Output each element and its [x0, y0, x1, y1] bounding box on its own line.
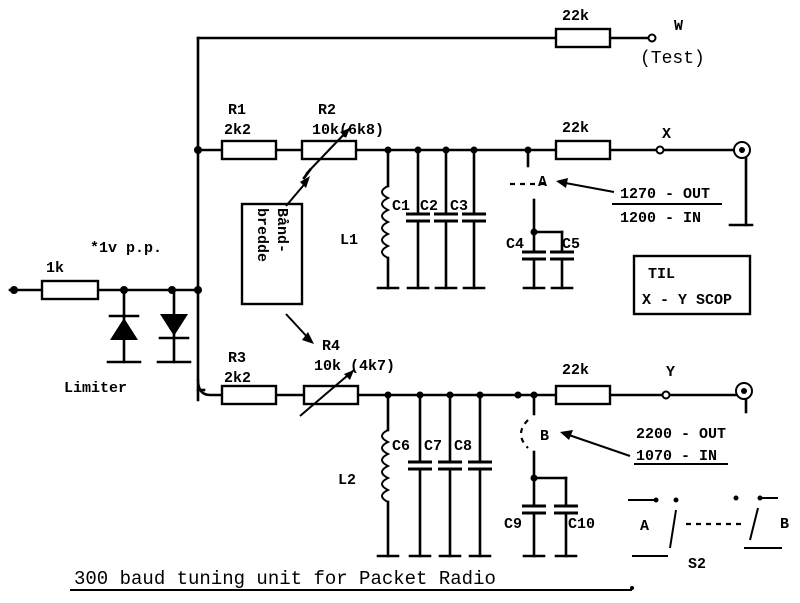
- diagram-title: 300 baud tuning unit for Packet Radio: [74, 568, 496, 590]
- test-note: (Test): [640, 49, 705, 69]
- r4-name: R4: [322, 338, 340, 355]
- c5-label: C5: [562, 236, 580, 253]
- c6-label: C6: [392, 438, 410, 455]
- c2-label: C2: [420, 198, 438, 215]
- switch-s2[interactable]: A B S2: [628, 495, 789, 574]
- capacitor-c2: [434, 148, 458, 290]
- bandwidth-label-1: Bånd-: [273, 208, 290, 253]
- terminal-x-label: X: [662, 126, 671, 143]
- terminal-y[interactable]: [661, 390, 671, 400]
- limiter-diode-2: [160, 314, 188, 336]
- input-section: [10, 279, 202, 364]
- terminal-w-label: W: [674, 18, 683, 35]
- scope-label-1: TIL: [648, 266, 675, 283]
- r4-value: 10k (4k7): [314, 358, 395, 375]
- c3-label: C3: [450, 198, 468, 215]
- r1-value: 2k2: [224, 122, 251, 139]
- test-resistor-22k: [554, 27, 612, 49]
- lower-output-resistor-22k: [554, 384, 612, 406]
- input-terminal[interactable]: [10, 286, 18, 294]
- input-level-label: *1v p.p.: [90, 240, 162, 257]
- upper-freq-out: 1270 - OUT: [620, 186, 710, 203]
- l1-label: L1: [340, 232, 358, 249]
- capacitor-c10: [554, 476, 578, 558]
- inductor-l2: [381, 429, 391, 503]
- l2-label: L2: [338, 472, 356, 489]
- scope-label-2: X - Y SCOP: [642, 292, 732, 309]
- bandwidth-label-2: bredde: [253, 208, 270, 262]
- resistor-r1: [220, 139, 278, 161]
- lower-filter: [220, 369, 753, 558]
- switch-pos-b: B: [780, 516, 789, 533]
- capacitor-c5: [550, 230, 574, 290]
- limiter-diode-1: [110, 318, 138, 340]
- capacitor-c4: [522, 230, 546, 290]
- wiring: [8, 36, 754, 414]
- jumper-b-label: B: [540, 428, 549, 445]
- capacitor-c1: [406, 148, 430, 290]
- bandwidth-box: Bånd- bredde: [240, 176, 314, 344]
- capacitor-c8: [468, 393, 492, 558]
- jumper-a-label: A: [538, 174, 547, 191]
- r2-name: R2: [318, 102, 336, 119]
- lower-freq-in: 1070 - IN: [636, 448, 717, 465]
- r2-value: 10k(6k8): [312, 122, 384, 139]
- input-resistor-1k: [40, 279, 100, 301]
- switch-pos-a: A: [640, 518, 649, 535]
- jumper-b[interactable]: [519, 419, 529, 449]
- upper-freq-in: 1200 - IN: [620, 210, 701, 227]
- r3-value: 2k2: [224, 370, 251, 387]
- capacitor-c9: [522, 476, 546, 558]
- resistor-r3: [220, 384, 278, 406]
- lower-freq-out: 2200 - OUT: [636, 426, 726, 443]
- test-branch: [554, 27, 657, 49]
- limiter-label: Limiter: [64, 380, 127, 397]
- inductor-l1: [381, 185, 391, 259]
- terminal-w[interactable]: [647, 33, 657, 43]
- c1-label: C1: [392, 198, 410, 215]
- c10-label: C10: [568, 516, 595, 533]
- input-resistor-label: 1k: [46, 260, 64, 277]
- capacitor-c6: [408, 393, 432, 558]
- test-resistor-label: 22k: [562, 8, 589, 25]
- capacitor-c3: [462, 148, 486, 290]
- c7-label: C7: [424, 438, 442, 455]
- c9-label: C9: [504, 516, 522, 533]
- terminal-y-label: Y: [666, 364, 675, 381]
- capacitor-c7: [438, 393, 462, 558]
- resistor-r4: [302, 384, 360, 406]
- switch-name: S2: [688, 556, 706, 573]
- terminal-x[interactable]: [655, 145, 665, 155]
- r1-name: R1: [228, 102, 246, 119]
- c8-label: C8: [454, 438, 472, 455]
- upper-output-resistor-22k: [554, 139, 612, 161]
- r3-name: R3: [228, 350, 246, 367]
- lower-out-resistor-label: 22k: [562, 362, 589, 379]
- scope-box: TIL X - Y SCOP: [632, 254, 752, 316]
- upper-out-resistor-label: 22k: [562, 120, 589, 137]
- upper-filter: [194, 127, 751, 290]
- c4-label: C4: [506, 236, 524, 253]
